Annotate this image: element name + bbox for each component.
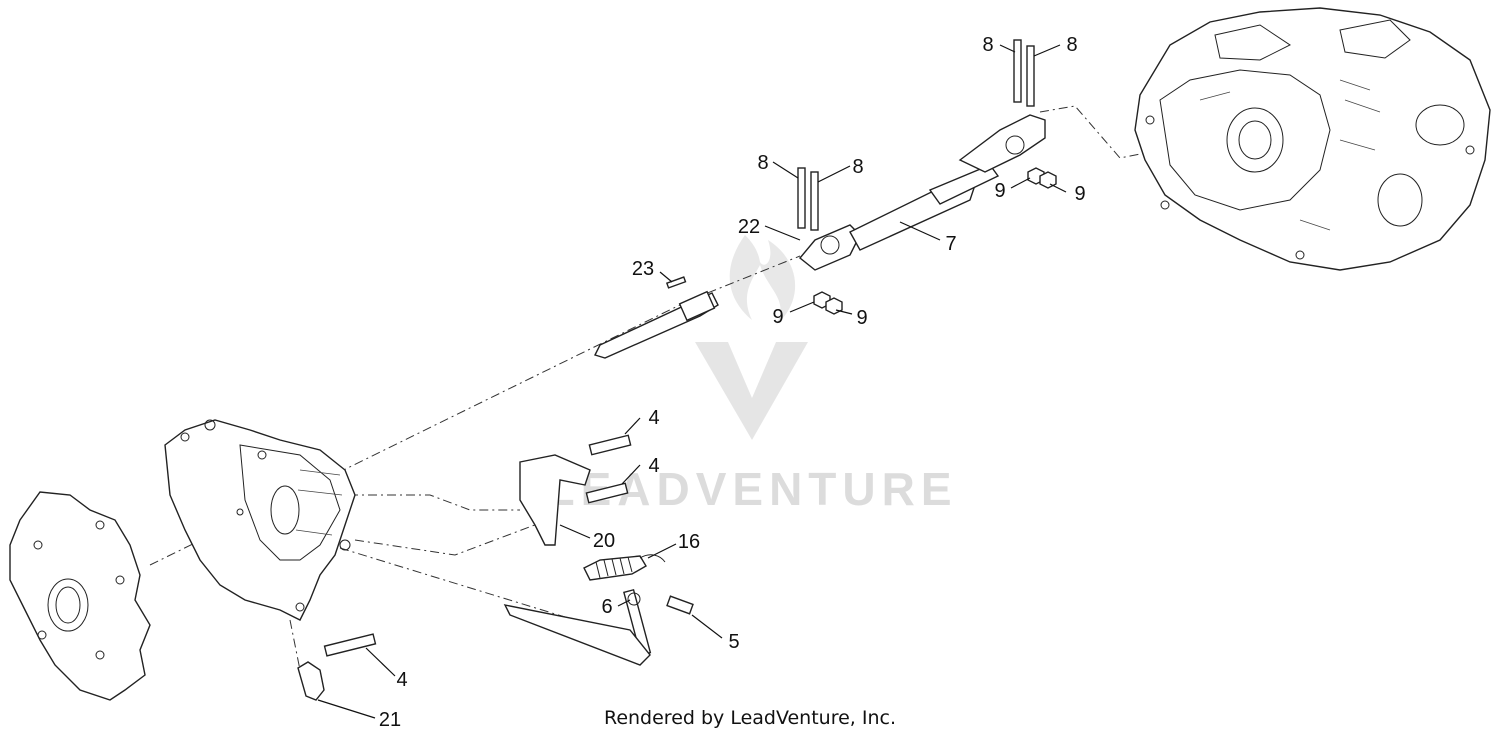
callout-8: 8	[757, 152, 768, 174]
callout-4: 4	[648, 407, 659, 429]
callout-8: 8	[852, 156, 863, 178]
callout-4: 4	[648, 455, 659, 477]
adapter-plate	[9, 491, 151, 701]
callout-6: 6	[601, 596, 612, 618]
callout-21: 21	[379, 709, 401, 731]
callout-20: 20	[593, 530, 615, 552]
callout-22: 22	[738, 216, 760, 238]
callout-9: 9	[856, 307, 867, 329]
callout-16: 16	[678, 531, 700, 553]
callout-8: 8	[982, 34, 993, 56]
leader-lines	[317, 44, 1067, 719]
callout-23: 23	[632, 258, 654, 280]
drive-shaft-assembly	[594, 114, 1046, 359]
callout-labels: 8 8 8 8 9 9 9 9 22 7 23 4 4 20 16 6 5 4 …	[379, 34, 1086, 731]
bell-housing	[164, 419, 356, 621]
callout-9: 9	[1074, 183, 1085, 205]
footer-credit: Rendered by LeadVenture, Inc.	[604, 707, 896, 729]
callout-7: 7	[945, 233, 956, 255]
linkage-parts	[297, 434, 694, 701]
leadventure-watermark: LEADVENTURE	[546, 235, 952, 515]
callout-9: 9	[994, 180, 1005, 202]
callout-9: 9	[772, 306, 783, 328]
callout-4: 4	[396, 669, 407, 691]
callout-5: 5	[728, 631, 739, 653]
callout-8: 8	[1066, 34, 1077, 56]
transaxle	[1134, 7, 1491, 271]
